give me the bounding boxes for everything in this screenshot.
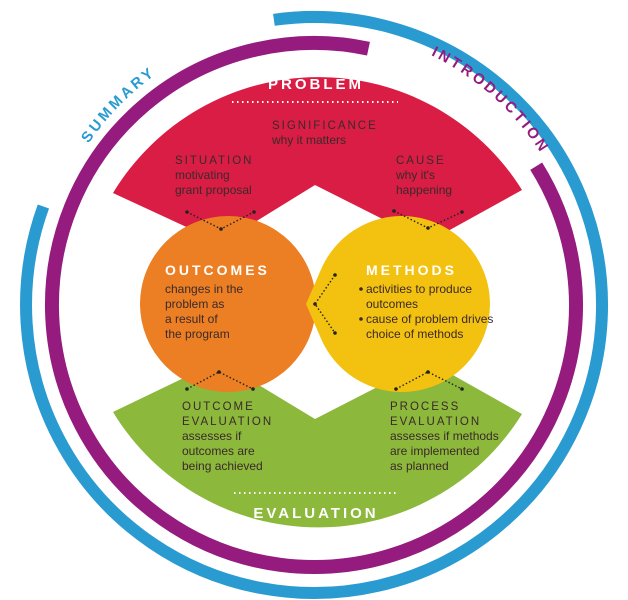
situation-heading: SITUATION: [175, 155, 253, 167]
methods-bullet-1-line-2: outcomes: [366, 297, 418, 311]
introduction-ring-arc: [44, 35, 583, 574]
outcomes-line-2: problem as: [165, 297, 224, 311]
connector-process-eval: [395, 371, 463, 390]
outcome-eval-heading-2: EVALUATION: [182, 416, 273, 428]
problem-title: PROBLEM: [268, 76, 364, 93]
methods-title: METHODS: [366, 262, 457, 278]
process-eval-heading-1: PROCESS: [390, 401, 460, 413]
outcomes-line-1: changes in the: [165, 282, 243, 296]
process-eval-line-3: as planned: [390, 459, 449, 473]
connector-dots: [185, 209, 464, 391]
outcomes-line-4: the program: [165, 327, 230, 341]
methods-bullet-2-line-2: choice of methods: [366, 327, 463, 341]
evaluation-title: EVALUATION: [253, 505, 378, 522]
outcome-eval-line-3: being achieved: [182, 459, 263, 473]
outcomes-line-3: a result of: [165, 312, 218, 326]
methods-bullet-1-dot: [359, 287, 363, 291]
process-eval-line-1: assesses if methods: [390, 429, 499, 443]
significance-text: why it matters: [271, 133, 346, 147]
outcome-eval-line-2: outcomes are: [182, 444, 255, 458]
situation-line-1: motivating: [175, 168, 230, 182]
methods-bullet-1-line-1: activities to produce: [366, 282, 472, 296]
methods-teardrop: [306, 216, 490, 392]
situation-line-2: grant proposal: [175, 183, 252, 197]
outcome-eval-line-1: assesses if: [182, 429, 242, 443]
outcome-eval-heading-1: OUTCOME: [182, 401, 255, 413]
outcomes-circle: [140, 216, 316, 392]
process-eval-heading-2: EVALUATION: [390, 416, 481, 428]
process-eval-line-2: are implemented: [390, 444, 479, 458]
outcomes-title: OUTCOMES: [165, 262, 270, 278]
summary-ring-arc: [20, 10, 609, 599]
connector-outcome-eval: [186, 371, 254, 390]
cause-line-1: why it's: [395, 168, 435, 182]
evaluation-sector: [113, 361, 522, 528]
methods-bullet-2-dot: [359, 317, 363, 321]
problem-sector: [113, 77, 522, 244]
methods-bullet-2-line-1: cause of problem drives: [366, 312, 493, 326]
cause-heading: CAUSE: [396, 155, 446, 167]
connector-methods: [314, 274, 336, 334]
cause-line-2: happening: [396, 183, 452, 197]
significance-heading: SIGNIFICANCE: [272, 120, 378, 132]
